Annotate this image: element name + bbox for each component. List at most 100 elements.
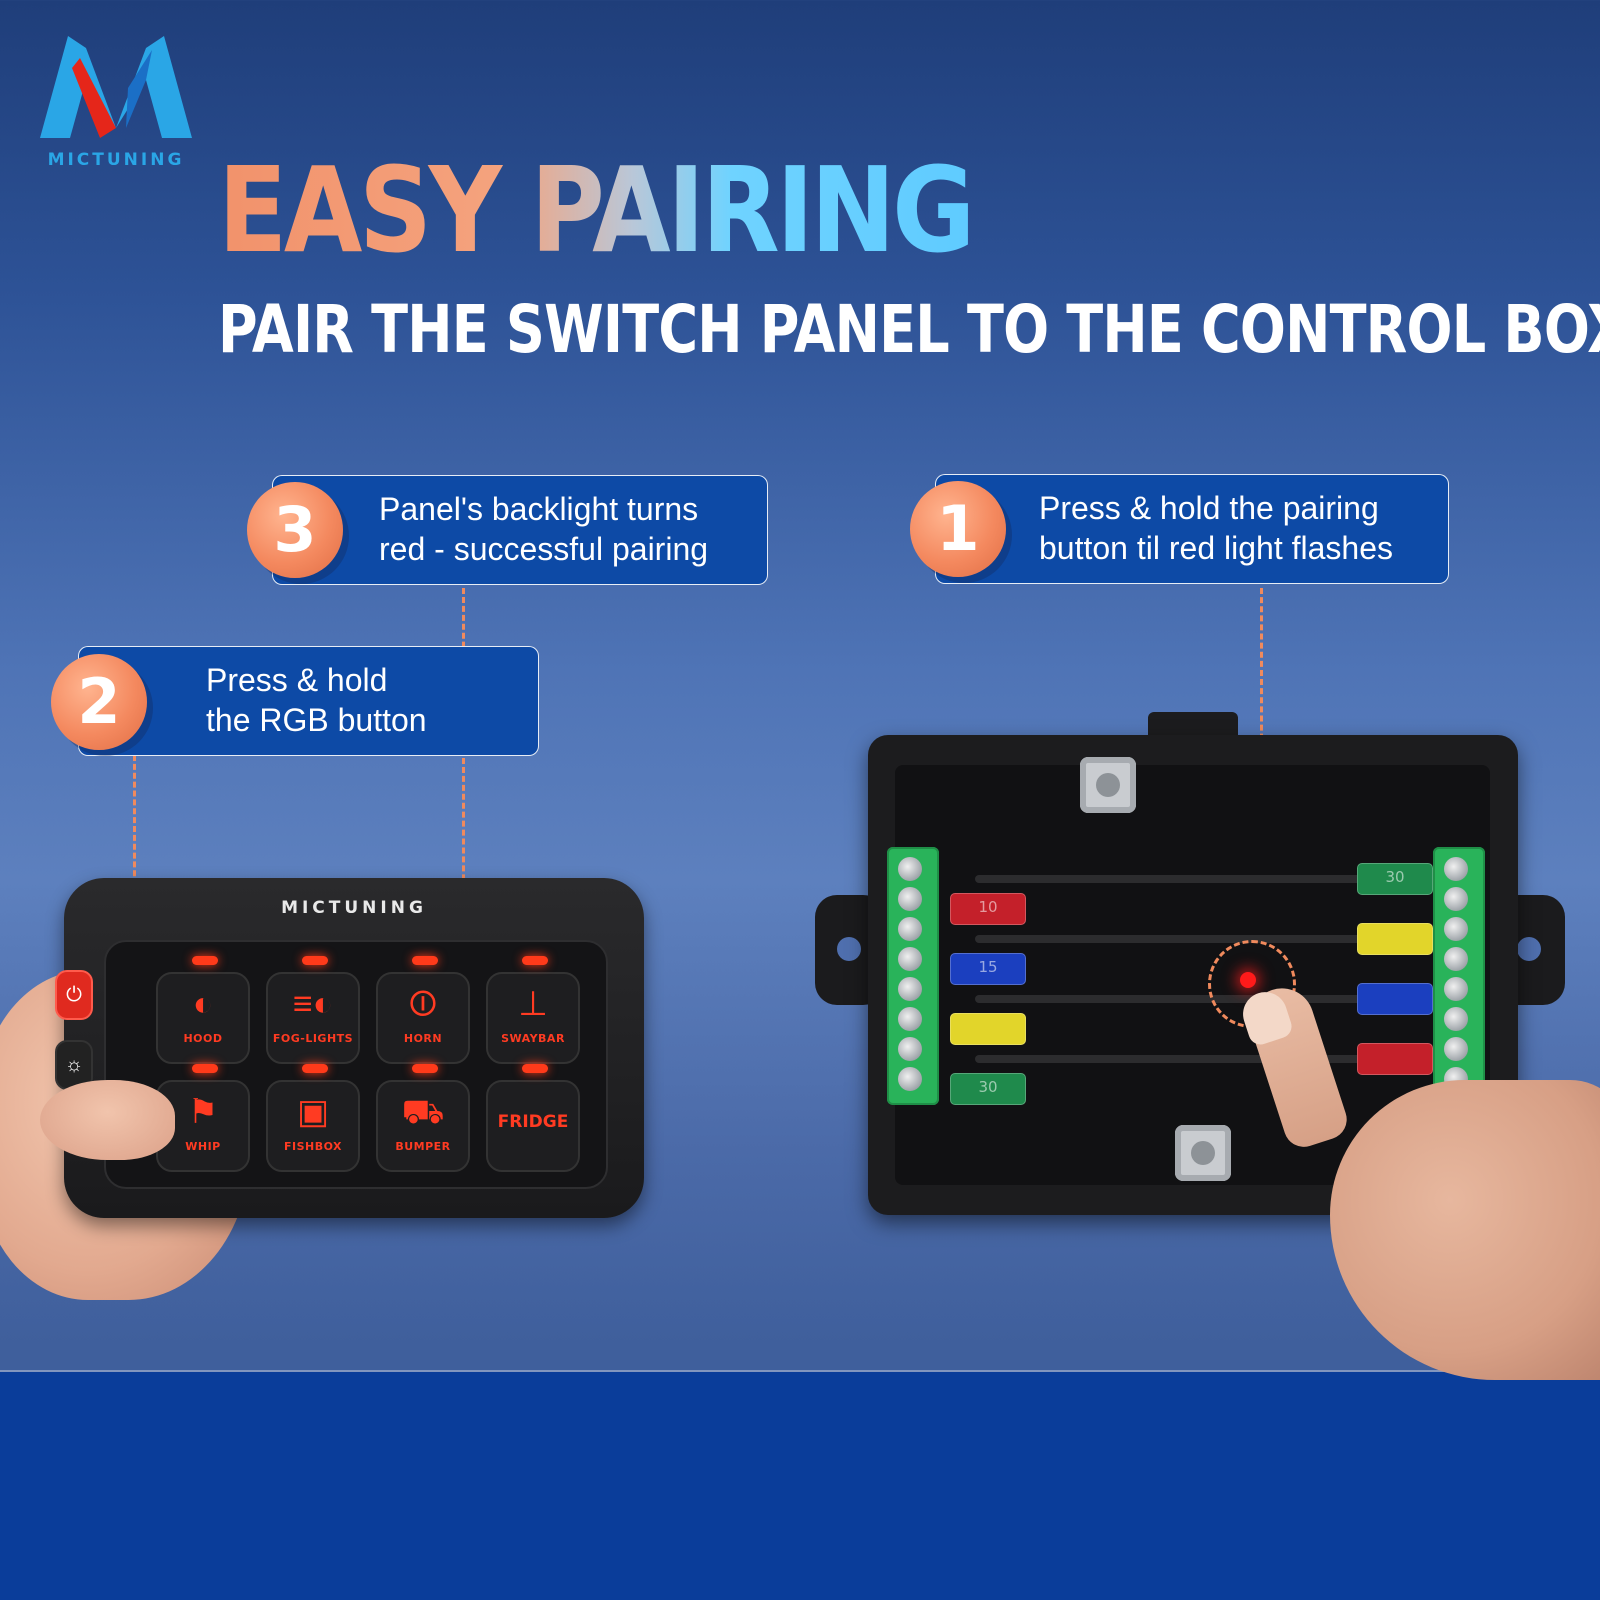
fuse-right-2[interactable] <box>1357 923 1433 955</box>
right-hand <box>1330 1080 1600 1380</box>
switch-fog-lights-label: FOG-LIGHTS <box>272 1032 354 1045</box>
terminal-screw <box>1444 1037 1468 1061</box>
terminal-screw <box>898 917 922 941</box>
mounting-hole-left <box>837 937 861 961</box>
terminal-screw <box>1444 977 1468 1001</box>
brand-name: MICTUNING <box>47 150 185 170</box>
fuse-left-3[interactable] <box>950 1013 1026 1045</box>
sun-icon: ☼ <box>64 1054 84 1076</box>
terminal-screw <box>898 1067 922 1091</box>
left-thumb <box>40 1080 175 1160</box>
brand-logo: MICTUNING <box>28 28 204 178</box>
fuse-rating: 15 <box>978 958 998 976</box>
switch-hood[interactable]: ◐ HOOD <box>156 956 250 1064</box>
terminal-screw <box>898 887 922 911</box>
power-stud-bottom <box>1175 1125 1231 1181</box>
panel-brand-label: MICTUNING <box>281 898 427 918</box>
switch-horn[interactable]: ⏼ HORN <box>376 956 470 1064</box>
power-button[interactable]: ⏻ <box>55 970 93 1020</box>
fuse-rating: 10 <box>978 898 998 916</box>
callout-step-3-text: Panel's backlight turns red - successful… <box>379 489 708 569</box>
switch-fridge-label: FRIDGE <box>497 1112 569 1132</box>
switch-fishbox-led <box>302 1064 328 1073</box>
terminal-screw <box>1444 857 1468 881</box>
switch-fridge[interactable]: FRIDGE <box>486 1064 580 1172</box>
switch-bumper-label: BUMPER <box>395 1140 451 1153</box>
fuse-right-3[interactable] <box>1357 983 1433 1015</box>
swaybar-icon: ⊥ <box>518 985 548 1023</box>
fish-icon: ▣ <box>296 1093 330 1131</box>
divider-line <box>0 1370 1600 1372</box>
switch-swaybar-label: SWAYBAR <box>501 1032 565 1045</box>
step-2-badge: 2 <box>51 654 147 750</box>
fuse-rail <box>975 995 1405 1003</box>
flag-icon: ⚑ <box>187 1093 219 1131</box>
switch-horn-led <box>412 956 438 965</box>
callout-step-3-line-1: Panel's backlight turns <box>379 491 699 527</box>
fuse-right-4[interactable] <box>1357 1043 1433 1075</box>
fuse-rail <box>975 935 1405 943</box>
switch-bumper[interactable]: ⛟ BUMPER <box>376 1064 470 1172</box>
terminal-screw <box>898 857 922 881</box>
fuse-right-1[interactable]: 30 <box>1357 863 1433 895</box>
switch-swaybar-led <box>522 956 548 965</box>
callout-step-1-line-2: button til red light flashes <box>1039 530 1393 566</box>
callout-step-2-line-2: the RGB button <box>206 702 427 738</box>
connector-step-2 <box>133 755 136 965</box>
terminal-block-left <box>887 847 939 1105</box>
fuse-rail <box>975 875 1405 883</box>
bottom-band <box>0 1372 1600 1600</box>
callout-step-1-line-1: Press & hold the pairing <box>1039 490 1379 526</box>
callout-step-2-text: Press & hold the RGB button <box>206 660 427 740</box>
terminal-screw <box>1444 947 1468 971</box>
switch-fridge-led <box>522 1064 548 1073</box>
fuse-left-2[interactable]: 15 <box>950 953 1026 985</box>
switch-hood-led <box>192 956 218 965</box>
callout-step-1: Press & hold the pairing button til red … <box>935 474 1449 584</box>
callout-step-1-text: Press & hold the pairing button til red … <box>1039 488 1393 568</box>
step-3-badge: 3 <box>247 482 343 578</box>
fuse-left-1[interactable]: 10 <box>950 893 1026 925</box>
callout-step-2: Press & hold the RGB button <box>78 646 539 756</box>
connector-step-3 <box>462 588 465 934</box>
switch-panel-face: ◐ HOOD ≡◐ FOG-LIGHTS ⏼ HORN ⊥ SWAYBAR ⚑ … <box>104 940 608 1189</box>
switch-whip[interactable]: ⚑ WHIP <box>156 1064 250 1172</box>
terminal-block-right <box>1433 847 1485 1105</box>
headlight-icon: ◐ <box>192 985 214 1023</box>
callout-step-3: Panel's backlight turns red - successful… <box>272 475 768 585</box>
terminal-screw <box>898 947 922 971</box>
step-1-badge: 1 <box>910 481 1006 577</box>
terminal-screw <box>898 977 922 1001</box>
car-front-icon: ⛟ <box>401 1093 445 1131</box>
terminal-screw <box>898 1007 922 1031</box>
terminal-screw <box>1444 917 1468 941</box>
callout-step-2-line-1: Press & hold <box>206 662 388 698</box>
headline: EASY PAIRING <box>218 141 975 279</box>
terminal-screw <box>1444 1007 1468 1031</box>
switch-swaybar[interactable]: ⊥ SWAYBAR <box>486 956 580 1064</box>
terminal-screw <box>1444 887 1468 911</box>
fuse-rail <box>975 1055 1405 1063</box>
mounting-hole-right <box>1517 937 1541 961</box>
horn-icon: ⏼ <box>409 985 437 1023</box>
switch-whip-led <box>192 1064 218 1073</box>
terminal-screw <box>898 1037 922 1061</box>
switch-fog-lights-led <box>302 956 328 965</box>
subheadline: PAIR THE SWITCH PANEL TO THE CONTROL BOX <box>218 291 1600 368</box>
fuse-rating: 30 <box>1385 868 1405 886</box>
fog-light-icon: ≡◐ <box>292 985 334 1023</box>
switch-panel: MICTUNING ◐ HOOD ≡◐ FOG-LIGHTS ⏼ HORN ⊥ … <box>64 878 644 1218</box>
switch-fishbox-label: FISHBOX <box>283 1140 343 1153</box>
switch-fog-lights[interactable]: ≡◐ FOG-LIGHTS <box>266 956 360 1064</box>
fuse-rating: 30 <box>978 1078 998 1096</box>
switch-hood-label: HOOD <box>183 1032 223 1045</box>
logo-mark-icon <box>40 36 192 138</box>
switch-horn-label: HORN <box>403 1032 443 1045</box>
power-stud-top <box>1080 757 1136 813</box>
fuse-left-4[interactable]: 30 <box>950 1073 1026 1105</box>
pairing-button[interactable] <box>1240 972 1256 988</box>
switch-bumper-led <box>412 1064 438 1073</box>
power-icon: ⏻ <box>66 984 82 1006</box>
switch-whip-label: WHIP <box>185 1140 221 1153</box>
switch-fishbox[interactable]: ▣ FISHBOX <box>266 1064 360 1172</box>
